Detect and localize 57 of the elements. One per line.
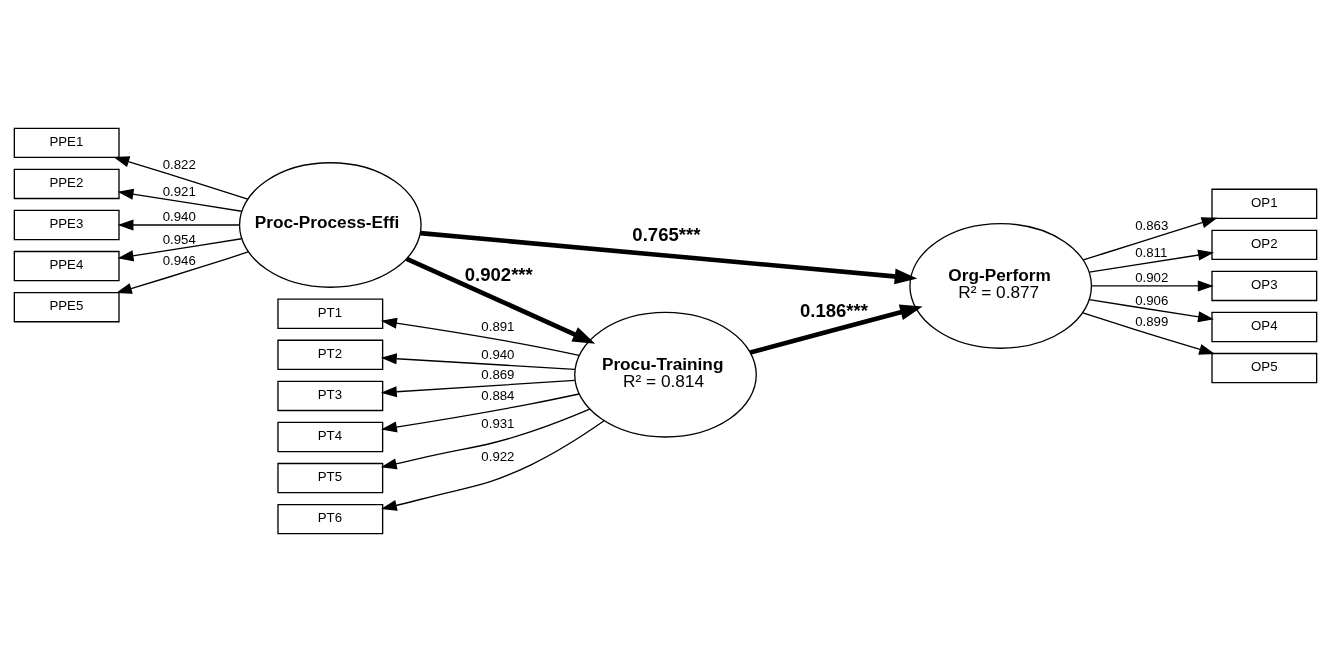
edge-label: 0.863 bbox=[1135, 217, 1169, 233]
node-box: PT6 bbox=[277, 503, 384, 534]
edge-label: 0.899 bbox=[1135, 313, 1169, 329]
arrow bbox=[749, 304, 923, 355]
node-box: PT1 bbox=[277, 298, 384, 329]
node-ellipse: Procu-Training R² = 0.814 bbox=[574, 311, 757, 438]
node-box: PPE1 bbox=[13, 127, 120, 158]
arrow bbox=[117, 237, 243, 261]
edge-label: 0.946 bbox=[162, 252, 196, 268]
arrow bbox=[1088, 249, 1214, 273]
arrow bbox=[1082, 216, 1218, 261]
arrow bbox=[381, 317, 580, 356]
edge-label: 0.902*** bbox=[464, 263, 533, 285]
arrow bbox=[117, 188, 243, 212]
arrow bbox=[1088, 298, 1214, 322]
arrow bbox=[420, 230, 918, 284]
node-ellipse: Proc-Process-Effi bbox=[238, 161, 422, 288]
edge-label: 0.186*** bbox=[799, 299, 868, 321]
arrow bbox=[380, 379, 576, 397]
arrow bbox=[113, 155, 249, 200]
node-box: OP3 bbox=[1211, 270, 1318, 301]
arrow bbox=[380, 419, 605, 511]
node-box: PPE3 bbox=[13, 209, 120, 240]
node-box: OP1 bbox=[1211, 188, 1318, 219]
node-box: PPE2 bbox=[13, 168, 120, 199]
arrow bbox=[1082, 311, 1216, 355]
arrow bbox=[380, 352, 576, 370]
edge-label: 0.884 bbox=[481, 387, 515, 403]
arrow bbox=[380, 408, 591, 469]
node-ellipse: Org-Perform R² = 0.877 bbox=[909, 222, 1093, 349]
node-box: PT2 bbox=[277, 339, 384, 370]
node-box: PT5 bbox=[277, 462, 384, 493]
node-box: PT4 bbox=[277, 421, 384, 452]
edge-label: 0.906 bbox=[1135, 292, 1169, 307]
node-box: OP5 bbox=[1211, 352, 1318, 383]
node-box: PPE4 bbox=[13, 250, 120, 281]
edge-label: 0.811 bbox=[1135, 244, 1168, 260]
node-box: PPE5 bbox=[13, 291, 120, 322]
edge-label: 0.822 bbox=[162, 156, 196, 172]
edge-label: 0.765*** bbox=[632, 223, 701, 245]
edge-label: 0.954 bbox=[162, 231, 196, 247]
node-box: OP4 bbox=[1211, 311, 1318, 342]
edge-label: 0.922 bbox=[481, 448, 515, 464]
node-box: PT3 bbox=[277, 380, 384, 411]
arrow bbox=[381, 392, 580, 433]
edge-label: 0.931 bbox=[481, 415, 515, 431]
arrow bbox=[1090, 279, 1214, 291]
edge-label: 0.902 bbox=[1135, 269, 1169, 285]
edge-label: 0.869 bbox=[481, 366, 515, 382]
arrow bbox=[405, 256, 596, 344]
edge-label: 0.921 bbox=[162, 183, 196, 199]
edge-label: 0.891 bbox=[481, 318, 515, 334]
edge-label: 0.940 bbox=[162, 208, 196, 224]
node-box: OP2 bbox=[1211, 229, 1318, 260]
arrow bbox=[115, 250, 249, 294]
edge-label: 0.940 bbox=[481, 346, 515, 362]
arrow bbox=[117, 218, 241, 231]
